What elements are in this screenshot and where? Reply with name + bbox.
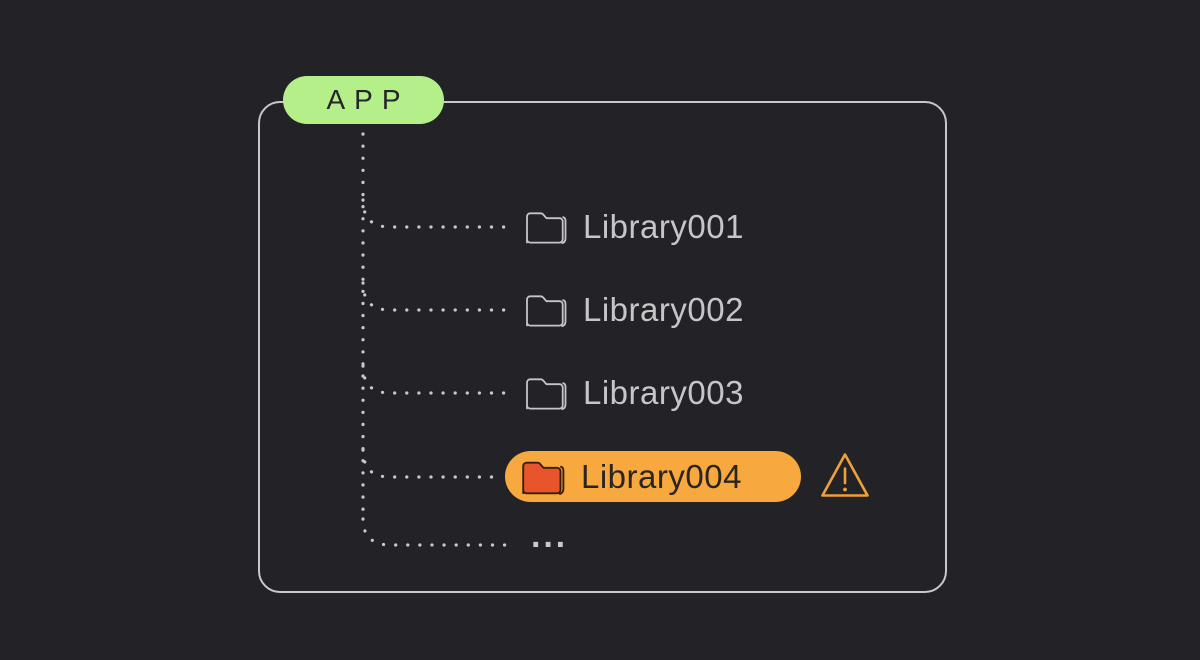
tree-node-library003: Library003	[522, 369, 744, 417]
tree-node-library001: Library001	[522, 203, 744, 251]
more-items-label: ···	[531, 526, 568, 564]
tree-node-label: Library003	[583, 374, 744, 411]
folder-filled-icon	[522, 461, 565, 495]
app-node-label: APP	[326, 84, 410, 115]
folder-outline-icon	[526, 378, 567, 411]
tree-node-library004-highlighted: Library004	[505, 451, 801, 502]
folder-outline-icon	[526, 212, 567, 245]
tree-node-label: Library002	[583, 291, 744, 328]
tree-node-label: Library001	[583, 208, 744, 245]
tree-node-library002: Library002	[522, 286, 744, 334]
more-items-ellipsis: ···	[531, 526, 568, 564]
tree-node-label: Library004	[581, 457, 742, 495]
app-node: APP	[283, 76, 444, 124]
app-boundary-frame	[258, 101, 947, 593]
folder-outline-icon	[526, 295, 567, 328]
warning-triangle-icon	[821, 453, 869, 497]
